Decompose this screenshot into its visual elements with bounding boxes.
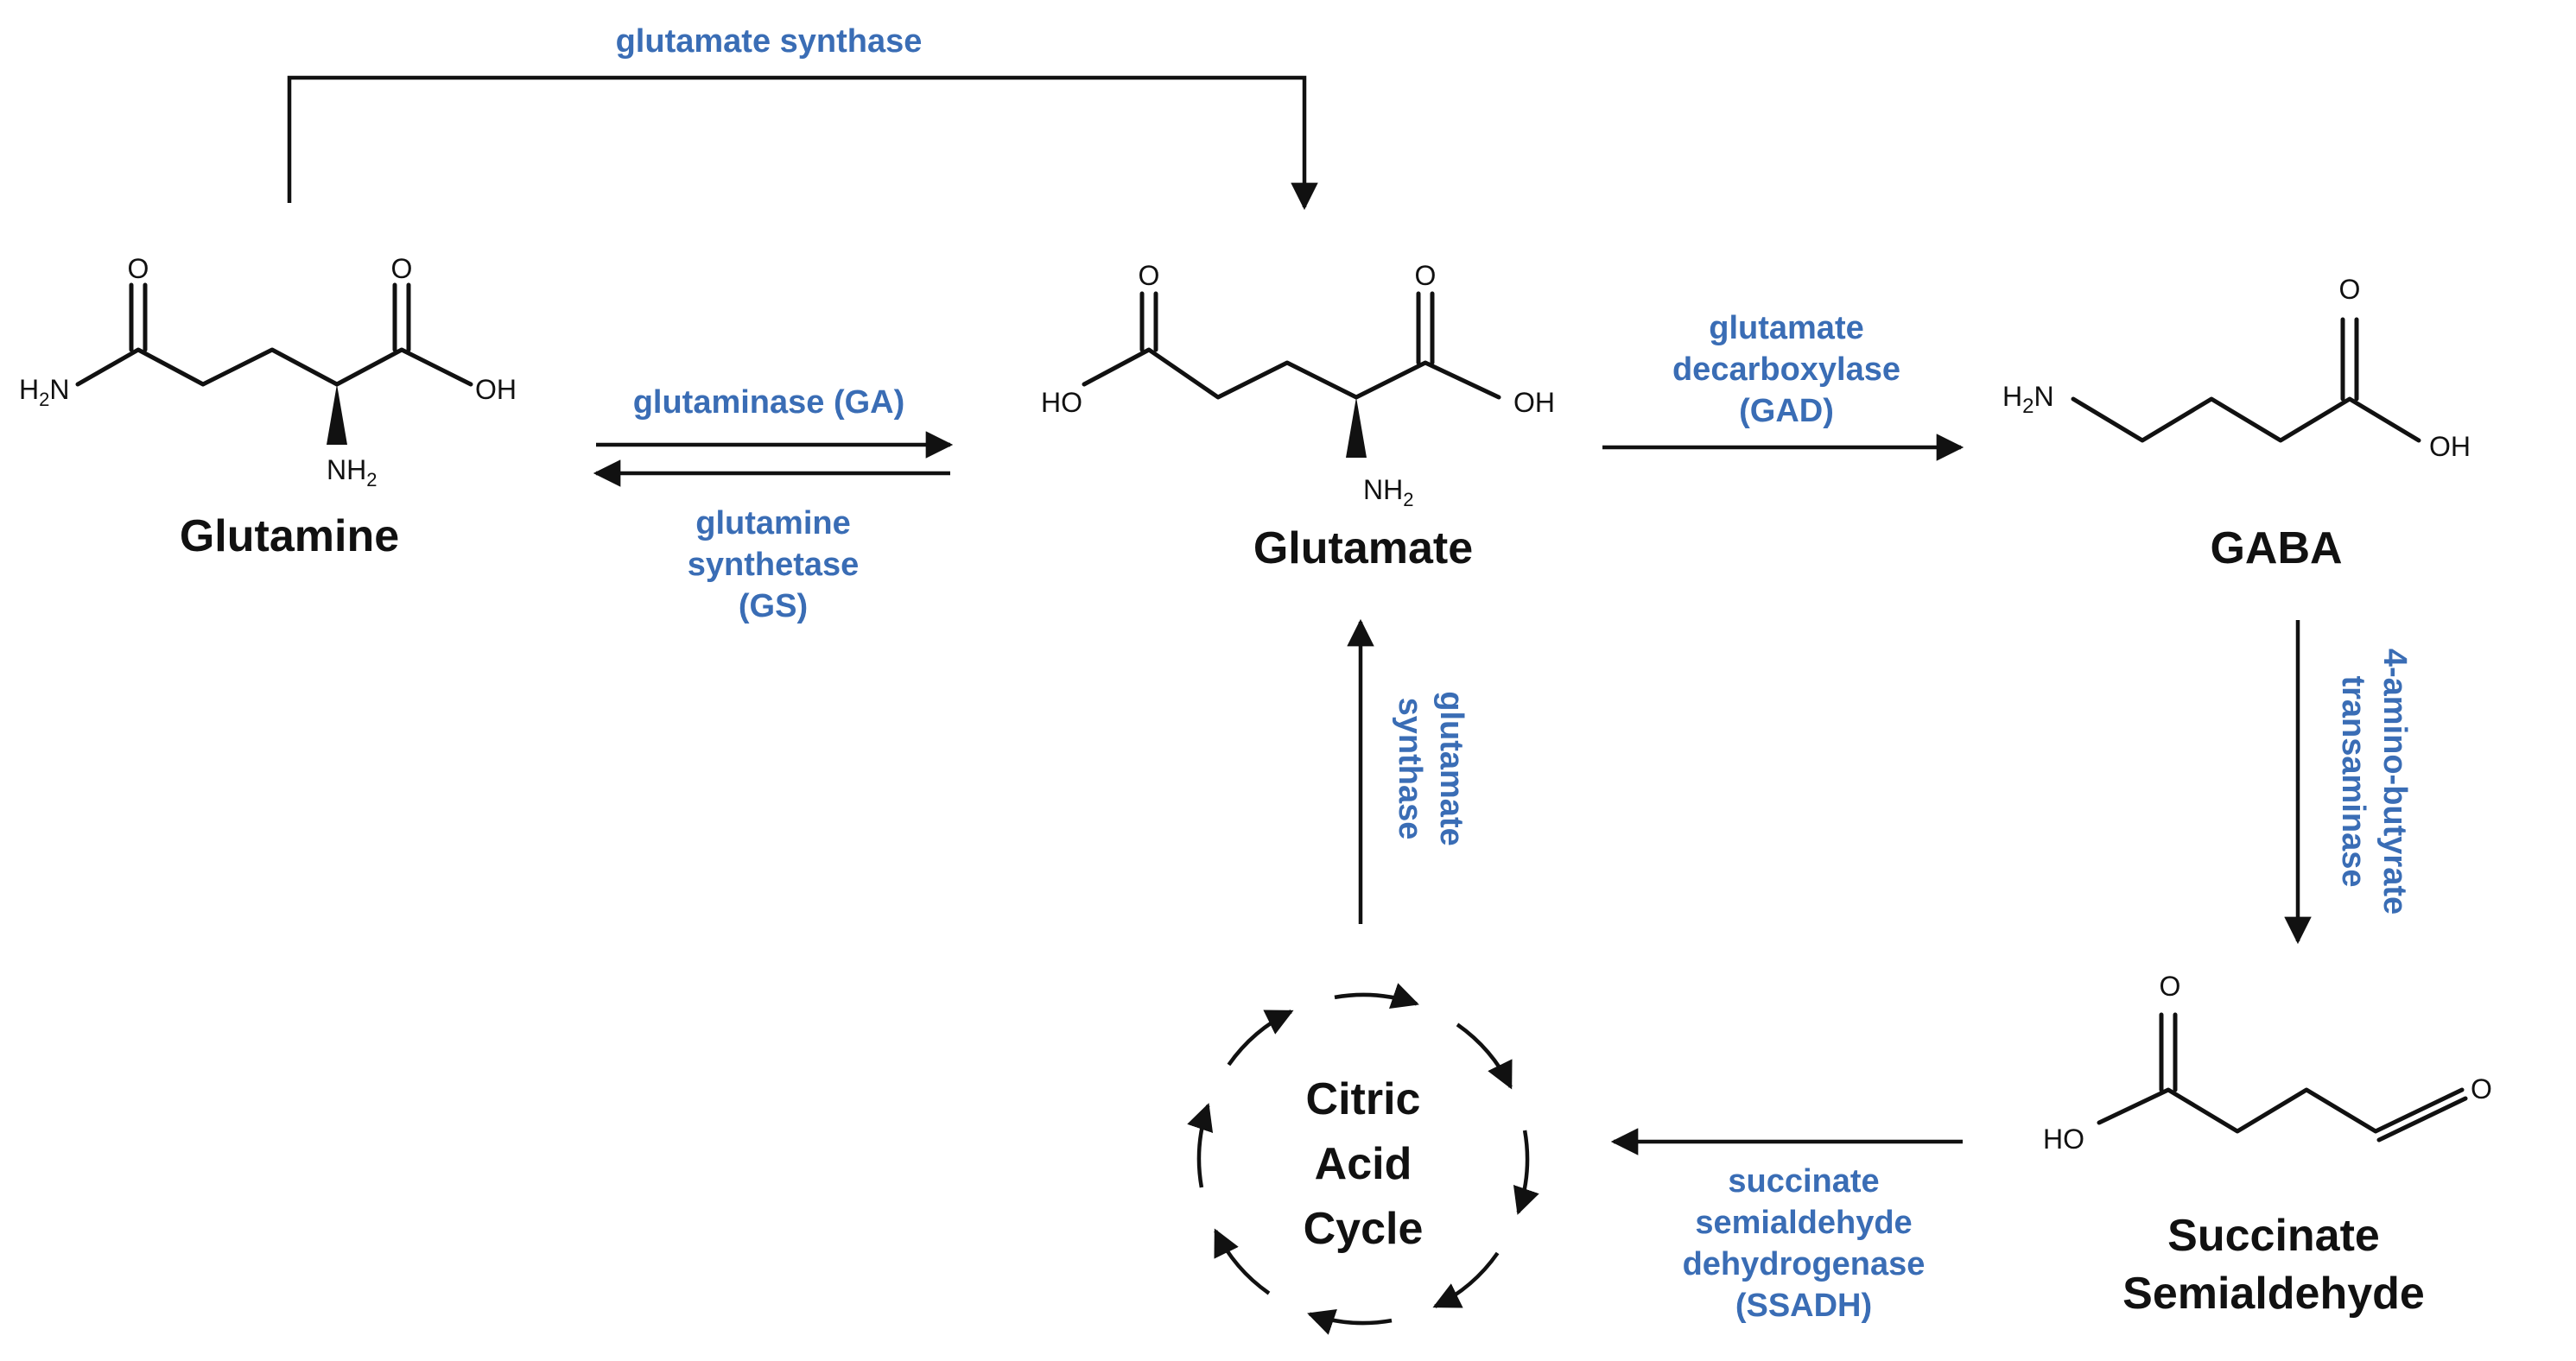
cycle-arrow-segment [1214, 1228, 1271, 1295]
gaba-hydroxyl: OH [2429, 431, 2471, 462]
glutamine-acid-oxygen: O [391, 253, 413, 284]
enzyme-ssadh-line4: (SSADH) [1735, 1288, 1872, 1324]
gaba-oxygen: O [2339, 274, 2361, 305]
glutamine-amine-label: H2N [19, 374, 69, 410]
compound-glutamine: Glutamine [180, 511, 399, 561]
glutamate-left-hydroxyl: HO [1041, 387, 1082, 418]
enzyme-gad-line3: (GAD) [1739, 393, 1834, 429]
glutamine-amide-oxygen: O [128, 253, 149, 284]
compound-ssa-line2: Semialdehyde [2122, 1269, 2425, 1319]
compound-tca-line3: Cycle [1304, 1204, 1424, 1254]
enzyme-gsyn-line2: synthase [1392, 698, 1428, 840]
glutamate-structure: O O HO OH NH2 [1041, 260, 1555, 510]
glutamate-alpha-amine: NH2 [1363, 474, 1413, 510]
compound-tca-line2: Acid [1315, 1139, 1412, 1189]
glutamine-structure: O O OH H2N NH2 [19, 253, 517, 491]
cycle-arrow-segment [1307, 1308, 1393, 1335]
ssa-aldehyde-oxygen: O [2471, 1073, 2492, 1105]
ssa-acid-oxygen: O [2160, 971, 2181, 1002]
compound-tca-line1: Citric [1306, 1074, 1421, 1124]
cycle-arrow-segment [1456, 1022, 1513, 1090]
enzyme-glutaminase: glutaminase (GA) [633, 384, 905, 421]
cycle-arrow-segment [1187, 1103, 1214, 1188]
cycle-arrow-segment [1432, 1251, 1500, 1308]
ssa-hydroxyl: HO [2043, 1124, 2084, 1155]
enzyme-ssadh-line3: dehydrogenase [1683, 1246, 1926, 1282]
enzyme-gabat-line1: 4-amino-butyrate [2376, 649, 2413, 915]
succinate-semialdehyde-structure: O HO O [2043, 971, 2492, 1155]
enzyme-ssadh-line1: succinate [1728, 1163, 1879, 1200]
citric-acid-cycle-ring [1187, 983, 1539, 1335]
glutamine-hydroxyl: OH [475, 374, 517, 405]
enzyme-ssadh-line2: semialdehyde [1695, 1205, 1912, 1241]
glutamate-left-oxygen: O [1139, 260, 1160, 291]
cycle-arrow-segment [1513, 1130, 1539, 1215]
glutamate-right-oxygen: O [1415, 260, 1437, 291]
gaba-structure: O OH H2N [2002, 274, 2471, 462]
gaba-amine-label: H2N [2002, 381, 2054, 418]
cycle-arrow-segment [1334, 983, 1419, 1010]
glutamate-synthase-bracket-arrow [287, 75, 1318, 211]
compound-ssa-line1: Succinate [2167, 1211, 2380, 1261]
compound-glutamate: Glutamate [1253, 523, 1473, 573]
enzyme-gs-line3: (GS) [739, 588, 808, 624]
cycle-arrow-segment [1227, 1010, 1294, 1067]
enzyme-gs-line1: glutamine [695, 505, 850, 541]
glutamine-alpha-amine: NH2 [327, 454, 377, 491]
enzyme-gsyn-line1: glutamate [1433, 691, 1469, 845]
enzyme-gad-line1: glutamate [1709, 310, 1863, 346]
enzyme-gs-line2: synthetase [688, 547, 860, 583]
enzyme-gad-line2: decarboxylase [1672, 351, 1900, 388]
enzyme-glutamate-synthase-top: glutamate synthase [616, 23, 923, 60]
glutamate-right-hydroxyl: OH [1513, 387, 1555, 418]
compound-gaba: GABA [2210, 523, 2342, 573]
enzyme-gabat-line2: transaminase [2335, 675, 2371, 887]
